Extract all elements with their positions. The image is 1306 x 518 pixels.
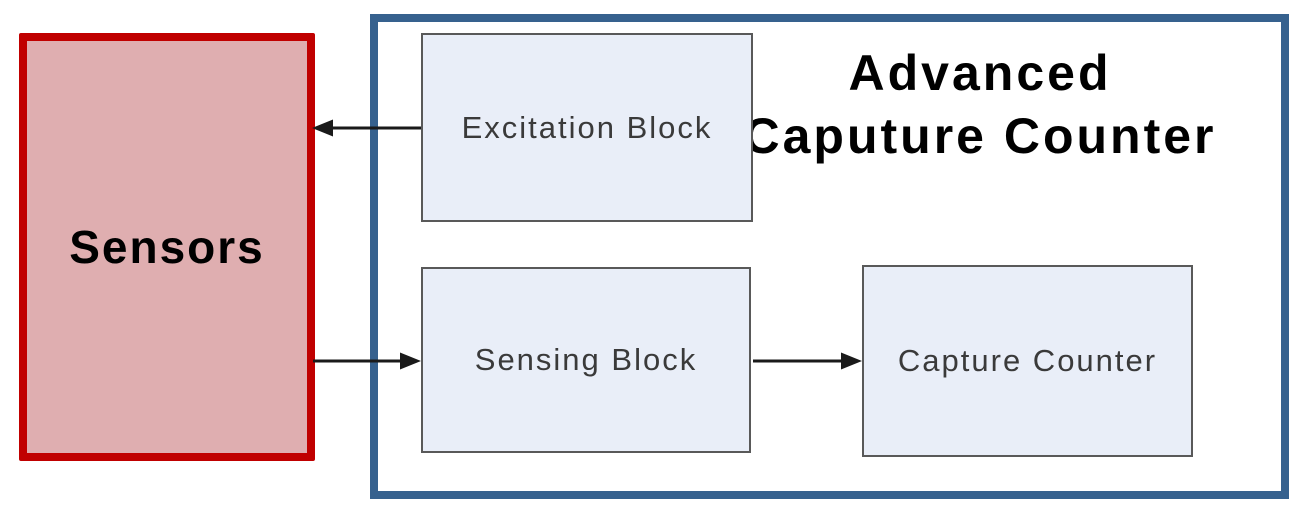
capture-counter-block: Capture Counter bbox=[862, 265, 1193, 457]
excitation-block: Excitation Block bbox=[421, 33, 753, 222]
capture-counter-block-label: Capture Counter bbox=[897, 343, 1158, 378]
container-title-line1: Advanced bbox=[848, 45, 1112, 101]
container-title: Advanced Caputure Counter bbox=[700, 42, 1260, 167]
sensors-box: Sensors bbox=[19, 33, 315, 461]
container-title-line2: Caputure Counter bbox=[743, 107, 1217, 164]
advanced-capture-counter-container bbox=[370, 14, 1289, 499]
sensing-block: Sensing Block bbox=[421, 267, 751, 453]
sensing-block-label: Sensing Block bbox=[474, 342, 698, 377]
sensors-label: Sensors bbox=[69, 221, 265, 273]
excitation-block-label: Excitation Block bbox=[461, 109, 713, 145]
